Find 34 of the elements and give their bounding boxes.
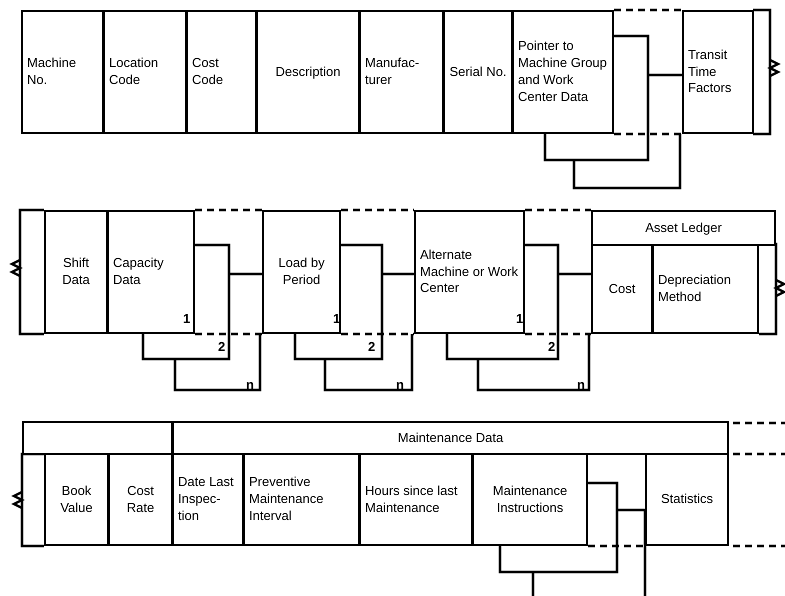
occurrence-number: 1 <box>516 312 524 325</box>
record-field-box: Date Last Inspec- tion <box>172 453 244 546</box>
record-field-box: Hours since last Maintenance <box>359 453 473 546</box>
record-field-box: Cost <box>591 244 653 334</box>
connector-line <box>142 244 264 392</box>
record-field-box: Preventive Maintenance Interval <box>243 453 360 546</box>
record-field-box: Pointer to Machine Group and Work Center Data <box>512 10 614 134</box>
connector-line <box>498 482 648 596</box>
group-header-band: Maintenance Data <box>172 421 729 455</box>
record-field-box: Depreciation Method <box>652 244 759 334</box>
record-field-box: Manufac- turer <box>359 10 444 134</box>
occurrence-number: 2 <box>548 340 556 353</box>
occurrence-number: 1 <box>183 312 190 325</box>
connector-line <box>544 34 684 190</box>
occurrence-number: n <box>577 378 585 391</box>
record-field-box: Cost Code <box>186 10 257 134</box>
connector-line <box>294 244 416 392</box>
record-field-box: Machine No. <box>21 10 104 134</box>
record-field-box: Description <box>256 10 360 134</box>
record-field-box: Serial No. <box>443 10 513 134</box>
occurrence-number: n <box>396 378 404 391</box>
record-field-box: Cost Rate <box>108 453 173 546</box>
record-field-box: Maintenance Instructions <box>472 453 588 546</box>
group-header-band: Asset Ledger <box>591 210 776 246</box>
record-field-box: Transit Time Factors <box>682 10 754 134</box>
record-field-box: Book Value <box>44 453 109 546</box>
group-header-band <box>22 421 173 455</box>
occurrence-number: 2 <box>368 340 376 353</box>
connector-line <box>446 244 594 392</box>
occurrence-number: 2 <box>218 340 226 353</box>
occurrence-number: n <box>246 378 254 391</box>
record-field-box: Statistics <box>645 453 729 546</box>
record-field-box: Location Code <box>103 10 187 134</box>
record-field-box: Shift Data <box>44 210 108 334</box>
